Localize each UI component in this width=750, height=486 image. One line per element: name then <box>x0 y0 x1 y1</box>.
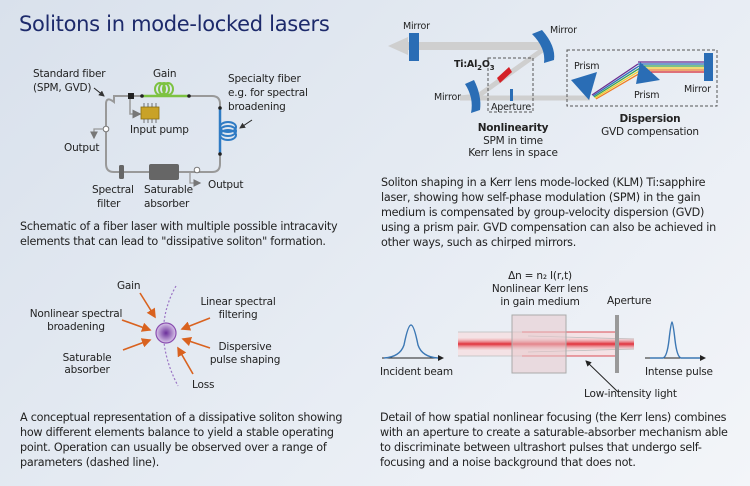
label-aperture: Aperture <box>607 295 651 307</box>
label-input-pump: Input pump <box>130 124 189 136</box>
gain-medium-box <box>511 314 567 374</box>
input-pump-icon <box>140 106 160 120</box>
label-nonlinear-kerr-lens: Nonlinear Kerr lens <box>492 283 588 295</box>
label-gvd-compensation: GVD compensation <box>601 126 699 138</box>
label-broadening: broadening <box>47 321 105 333</box>
dispersive-arrow <box>181 336 211 349</box>
incident-pulse-curve <box>383 324 439 359</box>
label-gain: Gain <box>117 280 140 292</box>
gain-arrow <box>139 292 156 319</box>
label-kerr-lens-in-space: Kerr lens in space <box>468 147 558 159</box>
prism-2-icon <box>636 62 660 84</box>
intense-pulse-curve <box>650 321 700 359</box>
parameter-range-dashed-line <box>162 285 179 387</box>
kerr-lens-diagram: Δn = n₂ I(r,t) Nonlinear Kerr lens in ga… <box>380 270 713 400</box>
nonlinearity-box <box>487 57 534 113</box>
output-beam-arrow <box>388 37 550 55</box>
kerr-lens-caption: Detail of how spatial nonlinear focusing… <box>380 411 728 469</box>
label-dispersion: Dispersion <box>620 113 681 125</box>
label-filtering: filtering <box>219 309 258 321</box>
aperture-plate <box>615 315 619 373</box>
label-nonlinear: Nonlinear spectral <box>30 308 123 320</box>
label-equation: Δn = n₂ I(r,t) <box>508 270 572 282</box>
label-standard-fiber: Standard fiber <box>33 68 106 80</box>
label-prism-2: Prism <box>634 90 659 101</box>
mirror-lower-icon <box>465 80 481 113</box>
klm-laser-caption: Soliton shaping in a Kerr lens mode-lock… <box>381 176 716 249</box>
output-coupler-left <box>102 125 110 133</box>
label-low-intensity: Low-intensity light <box>584 388 677 400</box>
output-coupler-bottom <box>193 166 201 174</box>
loss-arrow <box>177 346 194 375</box>
label-spm-gvd: (SPM, GVD) <box>33 82 91 94</box>
soliton-icon <box>155 322 177 344</box>
label-absorber: absorber <box>64 364 110 376</box>
label-output-bottom: Output <box>208 179 243 191</box>
label-filter: filter <box>97 198 121 210</box>
label-absorber: absorber <box>144 198 190 210</box>
fiber-laser-caption: Schematic of a fiber laser with multiple… <box>20 220 338 248</box>
mirror-top-icon <box>532 30 555 63</box>
dissipative-caption: A conceptual representation of a dissipa… <box>20 411 343 469</box>
prism-1-icon <box>571 72 597 100</box>
page-title: Solitons in mode-locked lasers <box>19 12 330 36</box>
mirror-left-icon <box>409 33 419 61</box>
label-spectral: Spectral <box>92 184 134 196</box>
label-mirror-lower: Mirror <box>434 92 461 103</box>
saturable-absorber-icon <box>149 164 179 180</box>
dispersed-spectrum <box>591 61 704 100</box>
label-output-left: Output <box>64 142 99 154</box>
nonlinear-arrow <box>121 319 152 332</box>
aperture-icon <box>510 89 513 101</box>
linear-filter-arrow <box>180 317 211 331</box>
label-mirror-left: Mirror <box>403 21 430 32</box>
spectral-filter-icon <box>119 165 124 179</box>
label-pulse-shaping: pulse shaping <box>210 354 280 366</box>
label-broadening: broadening <box>228 101 286 113</box>
dissipative-soliton-diagram: Gain Nonlinear spectral broadening Satur… <box>30 280 281 391</box>
label-specialty-eg: e.g. for spectral <box>228 87 308 99</box>
mirror-end-icon <box>704 53 713 81</box>
label-spm-in-time: SPM in time <box>483 135 543 147</box>
klm-laser-diagram: Mirror Mirror Mirror Mirror Ti:Al2O3 Ape… <box>388 21 718 159</box>
label-specialty-fiber: Specialty fiber <box>228 73 301 85</box>
label-saturable: Saturable <box>144 184 193 196</box>
fiber-laser-diagram: Standard fiber (SPM, GVD) Gain Specialty… <box>33 68 308 210</box>
label-loss: Loss <box>192 379 214 391</box>
coupler-icon <box>128 93 134 99</box>
label-mirror-end: Mirror <box>684 84 711 95</box>
label-nonlinearity: Nonlinearity <box>478 122 549 134</box>
label-gain: Gain <box>153 68 176 80</box>
label-crystal: Ti:Al2O3 <box>454 59 495 72</box>
ti-sapphire-crystal-icon <box>497 67 512 83</box>
label-aperture: Aperture <box>491 102 531 113</box>
saturable-arrow <box>122 338 152 351</box>
gain-coil-icon <box>154 82 174 96</box>
label-incident-beam: Incident beam <box>380 366 453 378</box>
label-in-gain-medium: in gain medium <box>500 296 579 308</box>
label-prism-1: Prism <box>574 61 599 72</box>
specialty-coil-icon <box>219 121 237 141</box>
label-linear: Linear spectral <box>200 296 275 308</box>
label-saturable: Saturable <box>63 352 112 364</box>
label-dispersive: Dispersive <box>219 341 272 353</box>
label-mirror-top: Mirror <box>550 25 577 36</box>
label-intense-pulse: Intense pulse <box>645 366 713 378</box>
dispersion-box <box>566 49 718 107</box>
